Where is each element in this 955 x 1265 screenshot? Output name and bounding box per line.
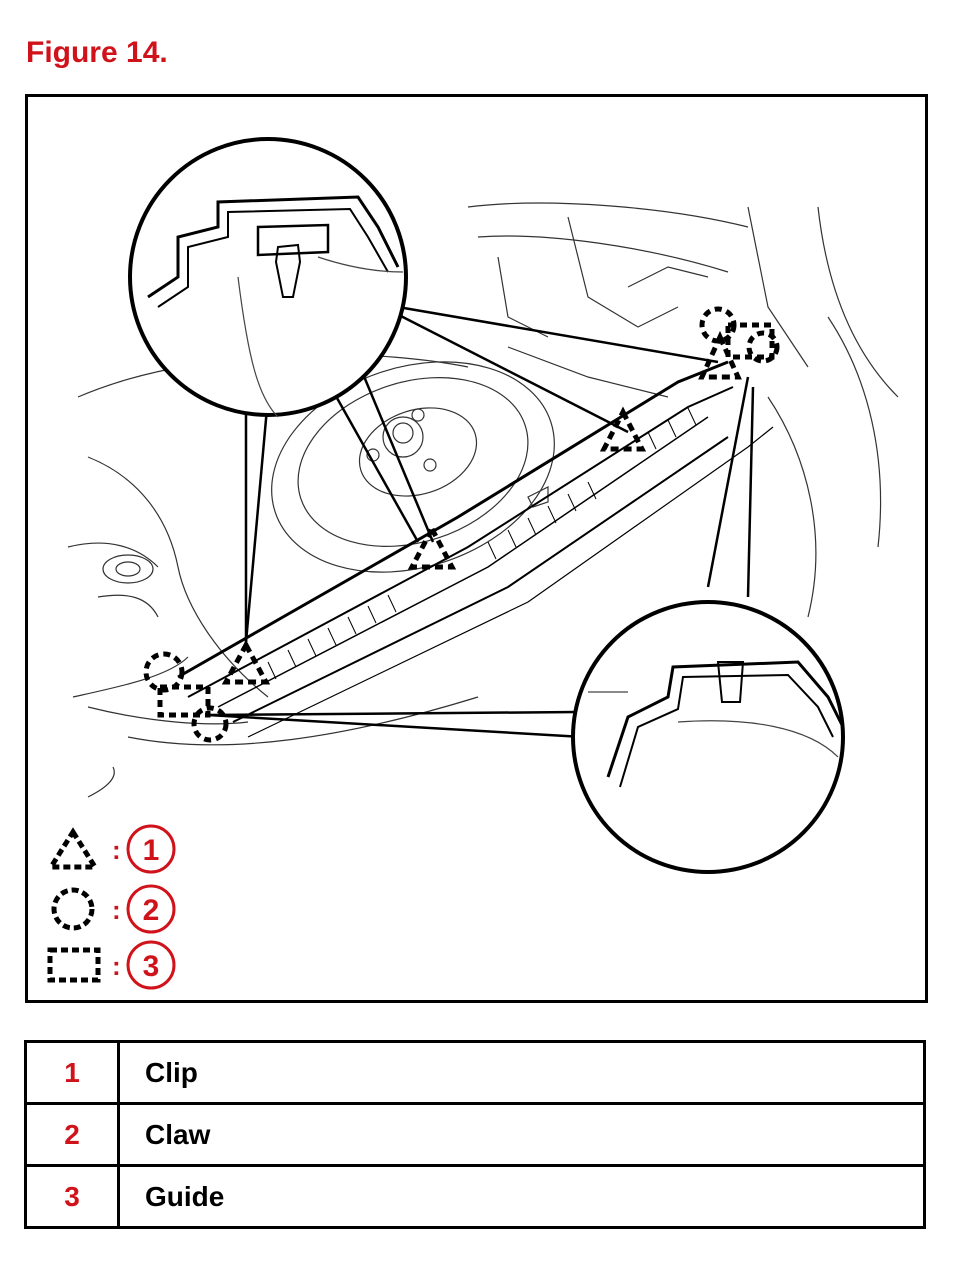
dashed-triangle-icon (46, 827, 100, 870)
trunk-line-art (67, 202, 899, 798)
clip-marker (407, 523, 457, 570)
claw-marker (191, 705, 229, 743)
trunk-diagram: : 1 : 2 : 3 (46, 137, 899, 990)
clip-marker (599, 406, 647, 452)
zoom-detail-claw (571, 600, 845, 874)
legend-key-claw: : 2 (51, 884, 176, 934)
claw-marker (143, 651, 185, 693)
guide-markers (157, 322, 775, 718)
table-row: 3 Guide (24, 1164, 926, 1229)
legend-label: Guide (117, 1164, 926, 1229)
legend-number: 3 (24, 1164, 120, 1229)
key-colon: : (112, 895, 121, 925)
legend-key-clip: : 1 (46, 824, 176, 874)
callout-leaders (207, 305, 755, 739)
figure-title: Figure 14. (26, 36, 168, 69)
claw-marker (746, 330, 780, 364)
legend-label: Claw (117, 1102, 926, 1167)
legend-number: 1 (24, 1040, 120, 1105)
key-number: 3 (143, 950, 160, 983)
number-circle-icon (126, 824, 176, 874)
guide-marker (157, 684, 211, 718)
legend-key-guide: : 3 (47, 940, 176, 990)
zoom-detail-clip (128, 137, 408, 418)
key-colon: : (112, 835, 121, 865)
legend-label: Clip (117, 1040, 926, 1105)
clip-markers (221, 330, 742, 685)
dashed-circle-icon (51, 887, 95, 931)
key-colon: : (112, 951, 121, 981)
legend-table: 1 Clip 2 Claw 3 Guide (24, 1040, 926, 1229)
table-row: 2 Claw (24, 1102, 926, 1167)
figure-frame: : 1 : 2 : 3 (25, 94, 928, 1003)
legend-number: 2 (24, 1102, 120, 1167)
number-circle-icon (126, 940, 176, 990)
dashed-square-icon (47, 947, 101, 983)
number-circle-icon (126, 884, 176, 934)
key-number: 2 (143, 894, 160, 927)
table-row: 1 Clip (24, 1040, 926, 1105)
key-number: 1 (143, 834, 160, 867)
guide-marker (725, 322, 775, 360)
scuff-plate-ribs (267, 407, 697, 680)
